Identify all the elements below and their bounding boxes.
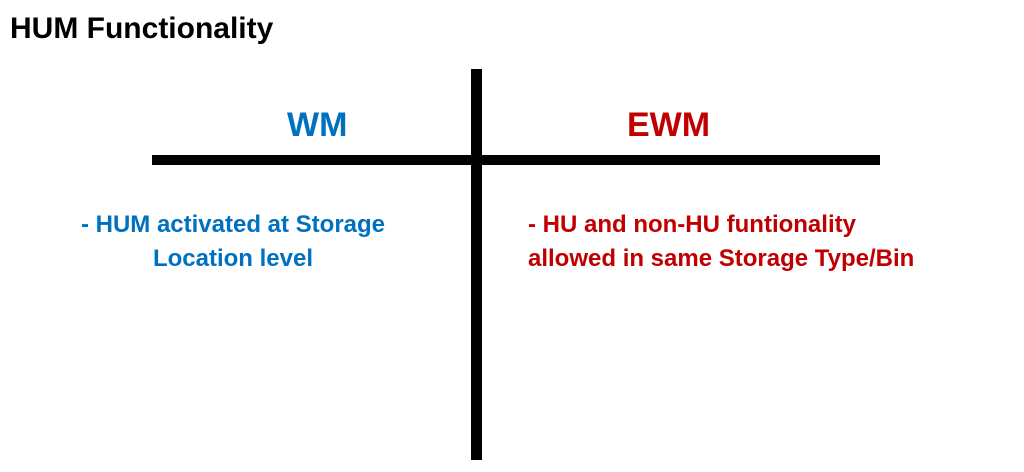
ewm-text-line: - HU and non-HU funtionality xyxy=(528,211,856,238)
wm-column-text: - HUM activated at Storage Location leve… xyxy=(30,208,436,276)
wm-text-line: Location level xyxy=(152,245,314,272)
ewm-text-line: allowed in same Storage Type/Bin xyxy=(528,245,915,272)
wm-text-line: - HUM activated at Storage xyxy=(80,211,386,238)
wm-column-heading: WM xyxy=(287,106,348,144)
t-chart-horizontal-divider xyxy=(152,155,880,165)
diagram-title: HUM Functionality xyxy=(10,12,274,45)
ewm-column-text: - HU and non-HU funtionality allowed in … xyxy=(528,208,914,276)
ewm-column-heading: EWM xyxy=(627,106,711,144)
t-chart-vertical-divider xyxy=(471,69,482,460)
